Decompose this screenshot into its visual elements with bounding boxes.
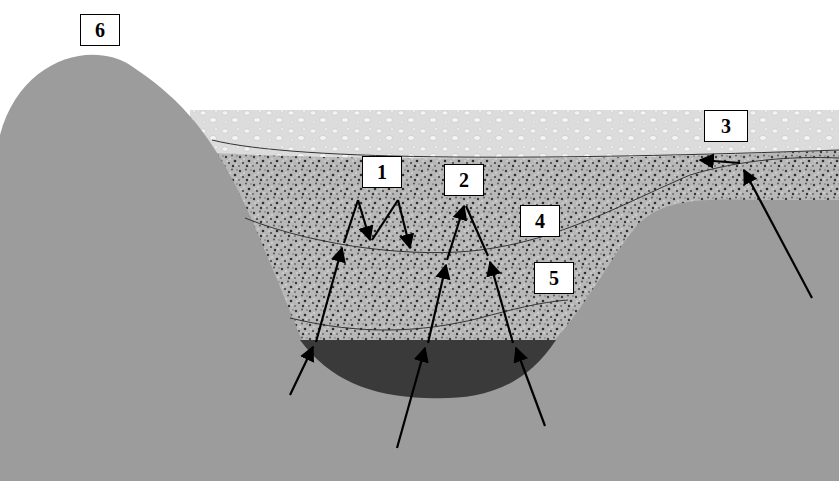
callout-number: 2 <box>444 164 484 196</box>
callout-number: 5 <box>534 262 574 294</box>
callout-number: 6 <box>80 14 120 46</box>
callout-number: 4 <box>520 205 560 237</box>
callout-number: 3 <box>704 110 748 142</box>
callout-number: 1 <box>362 156 402 188</box>
